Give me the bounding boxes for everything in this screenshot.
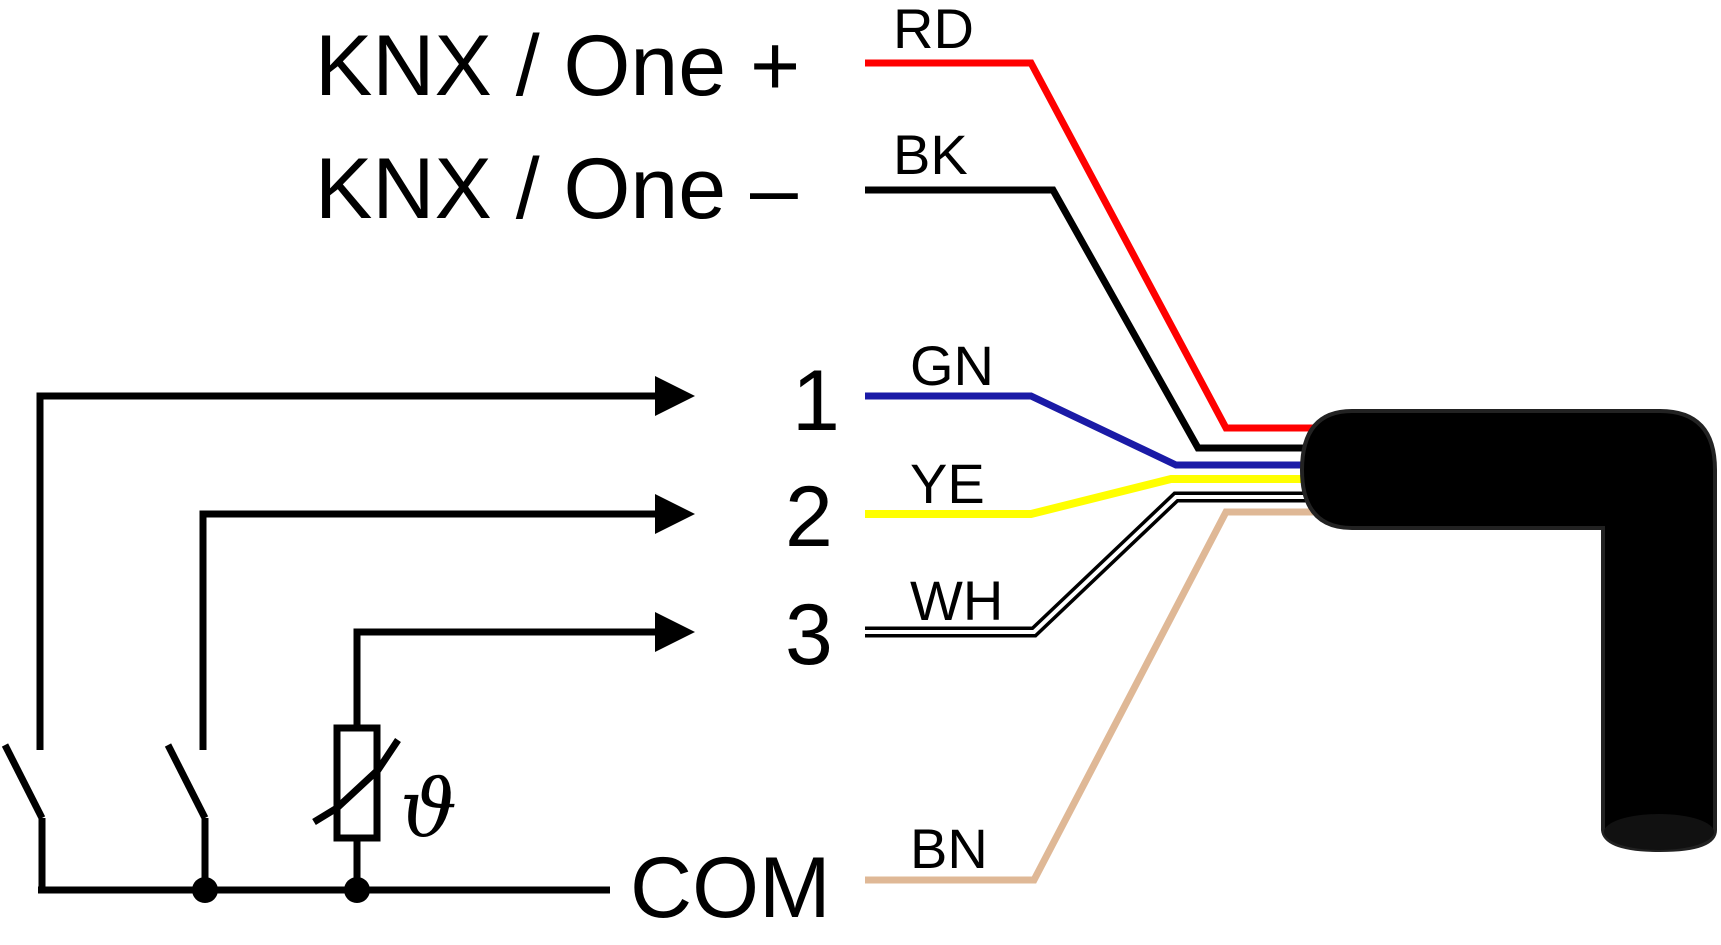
wire-code-bn: BN [910, 817, 988, 880]
input-2-arrow [655, 494, 695, 534]
input-3-line [353, 628, 660, 728]
input-1-label: 1 [792, 353, 840, 449]
junction-dot-2 [344, 877, 370, 903]
temperature-symbol: ϑ [400, 762, 457, 855]
switch-2-lever [164, 743, 209, 820]
wire-ye [865, 475, 1320, 518]
knx-minus-label: KNX / One – [315, 141, 798, 237]
cable-end [1604, 814, 1714, 850]
wire-bn [865, 508, 1320, 884]
input-3-arrow [655, 612, 695, 652]
knx-plus-label: KNX / One + [315, 18, 800, 114]
wire-code-gn: GN [910, 334, 994, 397]
wire-bk [865, 186, 1320, 452]
wire-code-ye: YE [910, 452, 985, 515]
wire-gn [865, 392, 1320, 469]
input-2-line [199, 510, 660, 750]
switch-1-lever [1, 743, 46, 820]
thermistor-diagonal [312, 738, 401, 825]
com-label: COM [630, 840, 831, 936]
junction-dot-1 [192, 877, 218, 903]
input-1-line [36, 392, 660, 750]
wire-rd [865, 59, 1320, 432]
thermistor-body [333, 724, 381, 842]
cable-body [1299, 409, 1717, 853]
wire-wh [865, 495, 1320, 634]
wire-code-wh: WH [910, 569, 1003, 632]
wire-code-rd: RD [893, 0, 974, 60]
input-2-label: 2 [785, 469, 833, 565]
input-1-arrow [655, 376, 695, 416]
wire-code-bk: BK [893, 123, 968, 186]
input-3-label: 3 [785, 587, 833, 683]
